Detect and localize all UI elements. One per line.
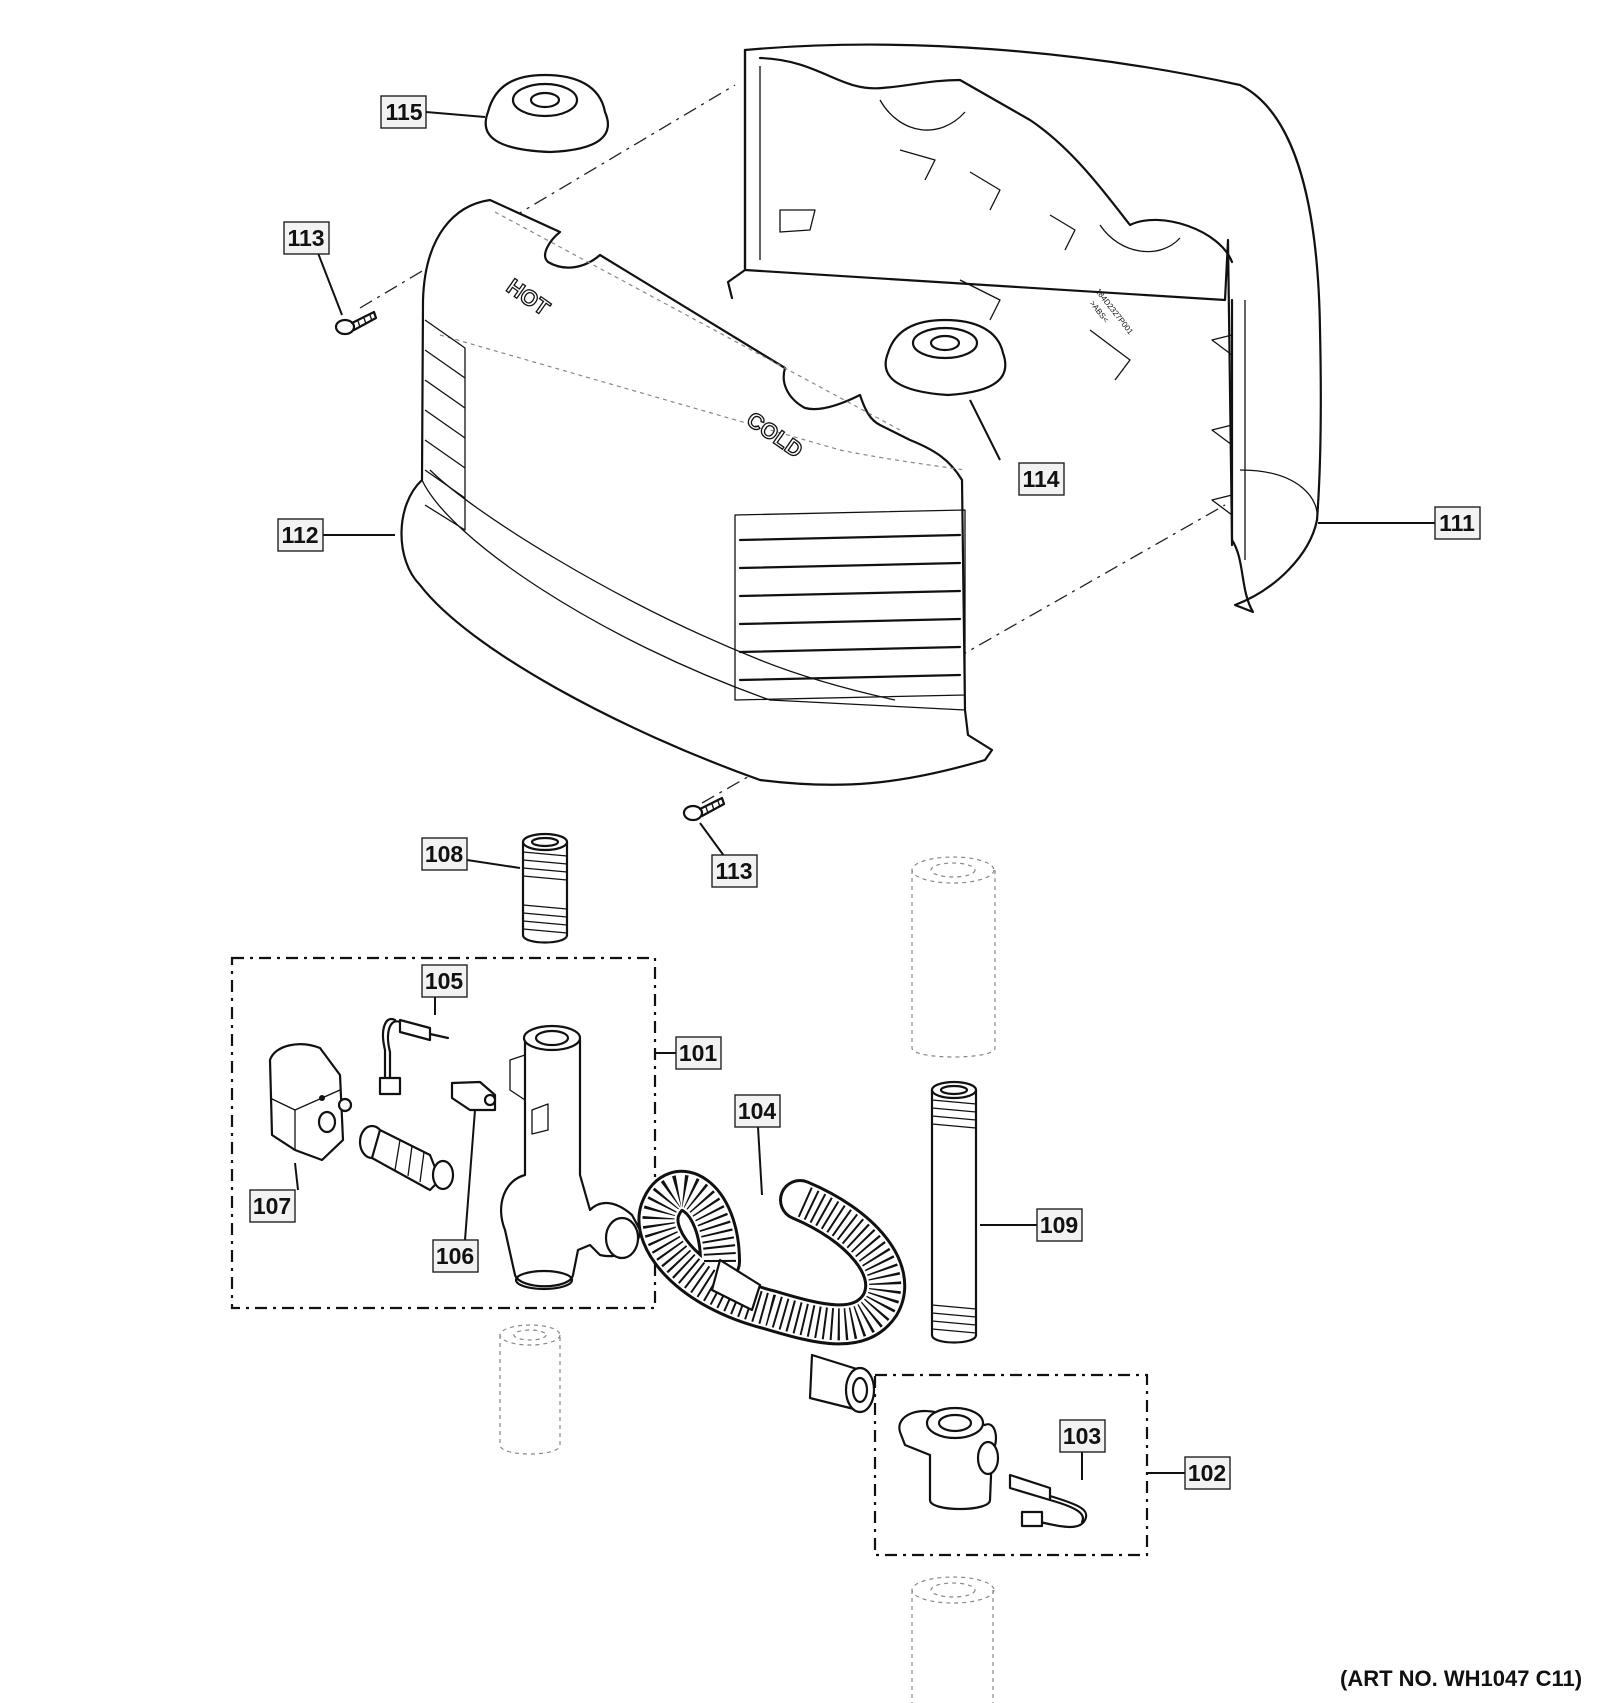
long-pipe-nipple-part-109 — [930, 1080, 978, 1344]
callout-114: 114 — [1018, 462, 1065, 496]
mixing-valve-body — [500, 1024, 642, 1291]
svg-text:115: 115 — [385, 99, 422, 125]
svg-text:101: 101 — [679, 1040, 718, 1066]
tee-assembly-box-102 — [873, 1373, 1149, 1557]
svg-text:105: 105 — [425, 968, 464, 994]
screw-part-113-top — [334, 310, 378, 336]
front-louvers — [734, 509, 966, 701]
pipe-washer-part-115 — [484, 73, 610, 154]
pipe-washer-part-114 — [884, 318, 1007, 397]
svg-text:113: 113 — [715, 858, 752, 884]
flexible-hose-part-104 — [637, 1169, 907, 1414]
temperature-sensor-part-105 — [378, 1017, 450, 1096]
callout-101: 101 — [675, 1036, 722, 1070]
svg-text:113: 113 — [287, 225, 324, 251]
callout-111: 111 — [1434, 506, 1481, 540]
callout-106: 106 — [432, 1239, 479, 1273]
svg-text:107: 107 — [253, 1193, 291, 1219]
svg-text:109: 109 — [1040, 1212, 1078, 1238]
svg-text:114: 114 — [1022, 466, 1059, 492]
callout-105: 105 — [421, 964, 468, 998]
svg-text:103: 103 — [1063, 1423, 1101, 1449]
callout-109: 109 — [1036, 1208, 1083, 1242]
callout-108: 108 — [421, 837, 468, 871]
side-louvers — [424, 319, 466, 531]
leader-lines — [294, 111, 1435, 1480]
callout-115: 115 — [380, 95, 427, 129]
svg-text:108: 108 — [425, 841, 464, 867]
callout-102: 102 — [1184, 1456, 1231, 1490]
art-number: (ART NO. WH1047 C11) — [1340, 1666, 1582, 1691]
pipe-tee — [898, 1406, 1000, 1511]
screw-part-113-bottom — [682, 796, 726, 822]
svg-text:111: 111 — [1439, 510, 1475, 536]
svg-text:112: 112 — [281, 522, 318, 548]
thermostat-actuator-part-107 — [268, 1043, 353, 1162]
callout-107: 107 — [249, 1189, 296, 1223]
callout-103: 103 — [1059, 1419, 1106, 1453]
valve-assembly-box-101 — [230, 956, 657, 1310]
callout-113-top: 113 — [283, 221, 330, 255]
callout-104: 104 — [734, 1094, 781, 1128]
pipe-nipple-part-108 — [521, 832, 569, 944]
callout-113-bottom: 113 — [711, 854, 758, 888]
reference-pipe-ghosts — [499, 856, 996, 1703]
valve-cartridge — [358, 1124, 455, 1192]
sensor-part-103 — [1008, 1473, 1088, 1529]
svg-text:106: 106 — [436, 1243, 474, 1269]
sensor-clip-part-106 — [450, 1080, 497, 1112]
svg-text:104: 104 — [738, 1098, 777, 1124]
svg-text:102: 102 — [1188, 1460, 1226, 1486]
callout-112: 112 — [277, 518, 324, 552]
front-cover-part-112: HOT COLD — [400, 198, 994, 786]
